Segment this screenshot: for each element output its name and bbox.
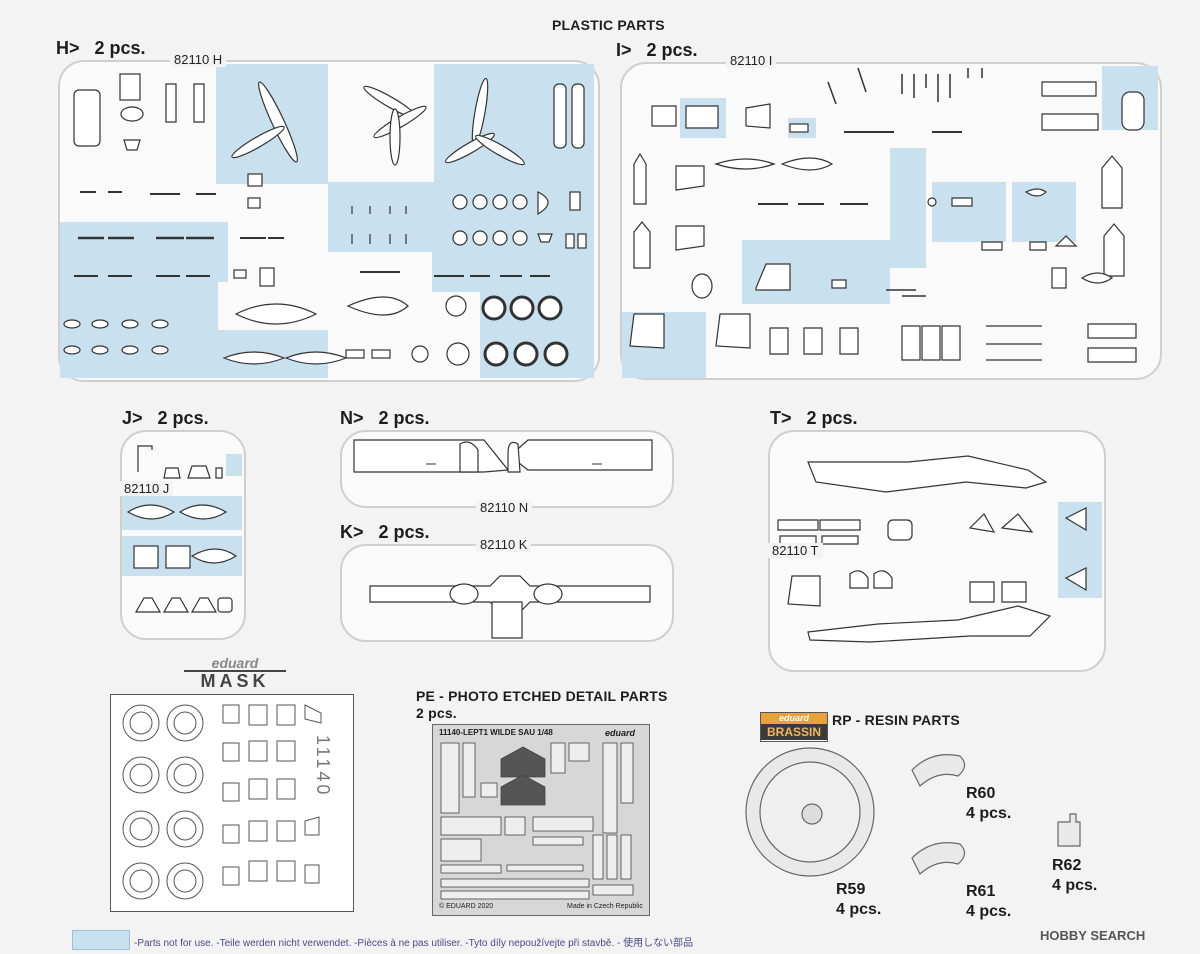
sprue-t-parts (777, 455, 1087, 643)
sprue-j-frame (120, 430, 246, 640)
pe-fret-header: 11140-LEPT1 WILDE SAU 1/48 (439, 728, 553, 737)
resin-part-r61 (911, 842, 966, 875)
sprue-i-letter: I> (616, 40, 632, 60)
sprue-h-code: 82110 H (170, 52, 227, 67)
sprue-t-letter: T> (770, 408, 792, 428)
sprue-n-label: N> 2 pcs. (340, 408, 430, 429)
sprue-i-qty: 2 pcs. (646, 40, 698, 60)
brassin-badge-top: eduard (761, 713, 827, 724)
sprue-j-qty: 2 pcs. (157, 408, 209, 428)
watermark: HOBBY SEARCH (1040, 928, 1146, 943)
sprue-h-letter: H> (56, 38, 80, 58)
sprue-h-parts (63, 73, 587, 367)
sprue-h-frame (58, 60, 600, 382)
sprue-t-frame (768, 430, 1106, 672)
resin-r62-id: R62 (1052, 857, 1082, 874)
sprue-j-letter: J> (122, 408, 143, 428)
sprue-i-parts (629, 67, 1145, 363)
mask-logo: eduard MASK (184, 656, 286, 690)
sprue-k-frame (340, 544, 674, 642)
resin-r61-id: R61 (966, 883, 996, 900)
sprue-h-label: H> 2 pcs. (56, 38, 146, 59)
resin-r60-qty: 4 pcs. (966, 805, 1012, 822)
unused-parts-legend: -Parts not for use. -Teile werden nicht … (134, 938, 694, 949)
pe-title: PE - PHOTO ETCHED DETAIL PARTS (416, 688, 668, 704)
pe-qty: 2 pcs. (416, 705, 457, 721)
sprue-k-letter: K> (340, 522, 364, 542)
resin-part-r60 (911, 754, 966, 787)
mask-sheet-code: 11140 (313, 735, 333, 798)
sprue-n-parts (353, 439, 653, 473)
resin-r61-qty: 4 pcs. (966, 903, 1012, 920)
pe-fret-brand: eduard (605, 728, 636, 738)
sprue-i-label: I> 2 pcs. (616, 40, 698, 61)
sprue-i-frame (620, 62, 1162, 380)
sprue-n-frame (340, 430, 674, 508)
sprue-k-qty: 2 pcs. (378, 522, 430, 542)
unused-parts-swatch (72, 930, 130, 950)
resin-r60-id: R60 (966, 785, 996, 802)
resin-r61: R61 4 pcs. (966, 882, 1011, 922)
sprue-k-code: 82110 K (476, 537, 532, 552)
pe-parts (440, 742, 634, 900)
sprue-h-qty: 2 pcs. (94, 38, 146, 58)
sprue-t-label: T> 2 pcs. (770, 408, 858, 429)
sprue-k-parts (369, 575, 651, 639)
sprue-k-label: K> 2 pcs. (340, 522, 430, 543)
mask-shapes (122, 704, 322, 900)
mask-brand: eduard (211, 655, 259, 671)
resin-r59-qty: 4 pcs. (836, 901, 882, 918)
resin-part-r62 (1057, 813, 1081, 847)
pe-copyright: © EDUARD 2020 (439, 903, 494, 910)
sprue-n-code: 82110 N (476, 500, 533, 515)
sprue-j-label: J> 2 pcs. (122, 408, 209, 429)
resin-r62-qty: 4 pcs. (1052, 877, 1098, 894)
resin-r59: R59 4 pcs. (836, 880, 881, 920)
resin-r62: R62 4 pcs. (1052, 856, 1097, 896)
sprue-n-letter: N> (340, 408, 364, 428)
resin-wheel-r59 (745, 747, 875, 877)
mask-sheet: 11140 (110, 694, 354, 912)
pe-fret: 11140-LEPT1 WILDE SAU 1/48 eduard (432, 724, 650, 916)
resin-r60: R60 4 pcs. (966, 784, 1011, 824)
sprue-i-code: 82110 I (726, 53, 777, 68)
brassin-badge: eduard BRASSIN (760, 712, 828, 742)
resin-title: RP - RESIN PARTS (832, 712, 960, 728)
plastic-parts-title: PLASTIC PARTS (552, 17, 665, 33)
pe-made-in: Made in Czech Republic (567, 903, 643, 910)
sprue-t-qty: 2 pcs. (806, 408, 858, 428)
brassin-badge-bottom: BRASSIN (761, 724, 827, 740)
sprue-n-qty: 2 pcs. (378, 408, 430, 428)
sprue-j-parts (126, 445, 238, 613)
sprue-j-code: 82110 J (120, 481, 174, 496)
resin-r59-id: R59 (836, 881, 866, 898)
mask-word: MASK (184, 670, 286, 690)
sprue-t-code: 82110 T (768, 543, 823, 558)
